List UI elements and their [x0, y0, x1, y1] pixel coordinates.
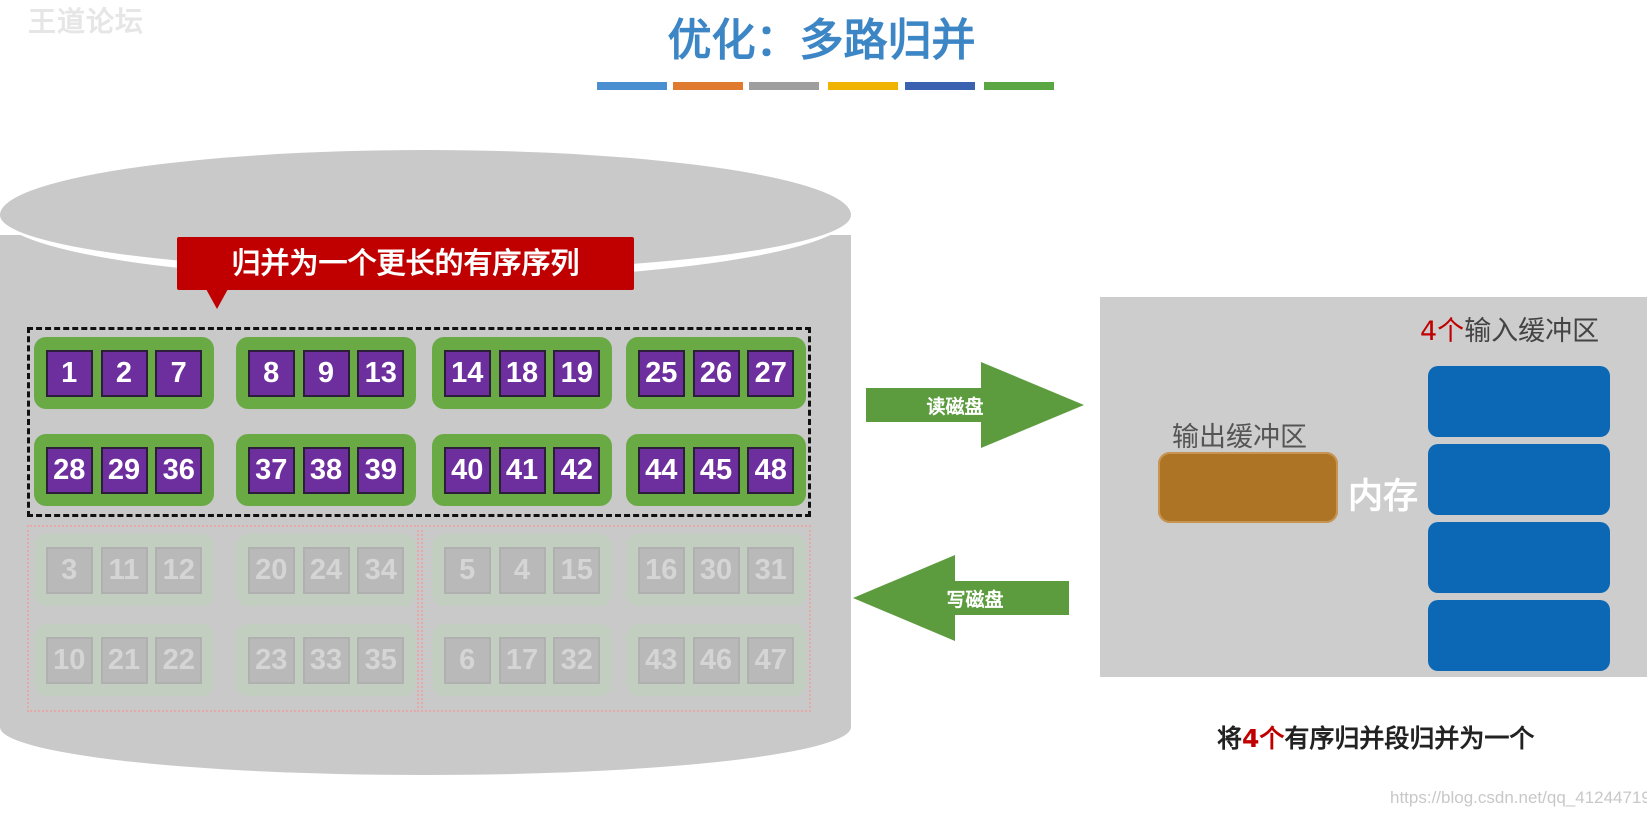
- input-buffer-title: 4个输入缓冲区: [1420, 309, 1599, 348]
- run-value: 45: [692, 446, 740, 494]
- run-value: 46: [692, 636, 740, 684]
- read-disk-arrow: [866, 362, 1084, 448]
- run-value: 34: [357, 546, 405, 594]
- run-value: 23: [247, 636, 295, 684]
- output-buffer: [1158, 452, 1338, 523]
- run-value: 9: [302, 349, 350, 397]
- run-value: 33: [302, 636, 350, 684]
- run-value: 17: [498, 636, 546, 684]
- run-value: 4: [498, 546, 546, 594]
- title-stripe: [597, 82, 667, 90]
- write-disk-label: 写磁盘: [946, 589, 1004, 611]
- run-value: 8: [247, 349, 295, 397]
- read-disk-label: 读磁盘: [926, 396, 984, 418]
- run-value: 19: [553, 349, 601, 397]
- write-arrow-shape: [853, 555, 1069, 641]
- run-value: 35: [357, 636, 405, 684]
- run-value: 1: [45, 349, 93, 397]
- run-value: 20: [247, 546, 295, 594]
- run-value: 6: [443, 636, 491, 684]
- run-value: 11: [100, 546, 148, 594]
- run-value: 13: [357, 349, 405, 397]
- page-title: 优化：多路归并: [0, 4, 1647, 68]
- run-value: 22: [155, 636, 203, 684]
- input-buffer: [1428, 522, 1610, 593]
- run-value: 3: [45, 546, 93, 594]
- caption: 将4个有序归并段归并为一个: [1217, 719, 1534, 755]
- input-buffer: [1428, 366, 1610, 437]
- run-value: 32: [553, 636, 601, 684]
- pending-group-frame: [27, 525, 419, 712]
- run-value: 47: [747, 636, 795, 684]
- run-value: 25: [637, 349, 685, 397]
- run-value: 38: [302, 446, 350, 494]
- run-value: 26: [692, 349, 740, 397]
- output-buffer-label: 输出缓冲区: [1172, 422, 1307, 453]
- merge-callout: 归并为一个更长的有序序列: [177, 237, 634, 290]
- pending-group-frame: [421, 525, 811, 712]
- run-value: 24: [302, 546, 350, 594]
- run-value: 44: [637, 446, 685, 494]
- input-count: 4个: [1420, 316, 1465, 347]
- merge-callout-tail: [206, 289, 228, 309]
- url-watermark: https://blog.csdn.net/qq_41244719: [1390, 788, 1647, 807]
- run-value: 16: [637, 546, 685, 594]
- run-value: 5: [443, 546, 491, 594]
- run-value: 15: [553, 546, 601, 594]
- title-stripe: [828, 82, 898, 90]
- run-value: 29: [100, 446, 148, 494]
- run-value: 48: [747, 446, 795, 494]
- run-value: 40: [443, 446, 491, 494]
- run-value: 42: [553, 446, 601, 494]
- title-stripe: [905, 82, 975, 90]
- caption-prefix: 将: [1217, 724, 1243, 753]
- input-buffer-label: 输入缓冲区: [1464, 316, 1600, 347]
- run-value: 12: [155, 546, 203, 594]
- title-stripe: [673, 82, 743, 90]
- run-value: 28: [45, 446, 93, 494]
- run-value: 36: [155, 446, 203, 494]
- caption-suffix: 有序归并段归并为一个: [1284, 724, 1535, 753]
- read-arrow-shape: [866, 362, 1084, 448]
- input-buffer: [1428, 444, 1610, 515]
- run-value: 21: [100, 636, 148, 684]
- run-value: 14: [443, 349, 491, 397]
- run-value: 31: [747, 546, 795, 594]
- run-value: 41: [498, 446, 546, 494]
- page-title-text: 优化：多路归并: [667, 15, 976, 66]
- input-buffer: [1428, 600, 1610, 671]
- memory-label: 内存: [1348, 477, 1419, 517]
- run-value: 18: [498, 349, 546, 397]
- logo-watermark: 王道论坛: [28, 5, 145, 38]
- title-stripe: [749, 82, 819, 90]
- run-value: 30: [692, 546, 740, 594]
- caption-highlight: 4个: [1242, 724, 1285, 753]
- run-value: 2: [100, 349, 148, 397]
- merged-sequence-frame: [27, 327, 811, 517]
- write-disk-arrow: [853, 555, 1069, 641]
- run-value: 7: [155, 349, 203, 397]
- run-value: 27: [747, 349, 795, 397]
- run-value: 43: [637, 636, 685, 684]
- title-stripe: [984, 82, 1054, 90]
- run-value: 37: [247, 446, 295, 494]
- run-value: 10: [45, 636, 93, 684]
- run-value: 39: [357, 446, 405, 494]
